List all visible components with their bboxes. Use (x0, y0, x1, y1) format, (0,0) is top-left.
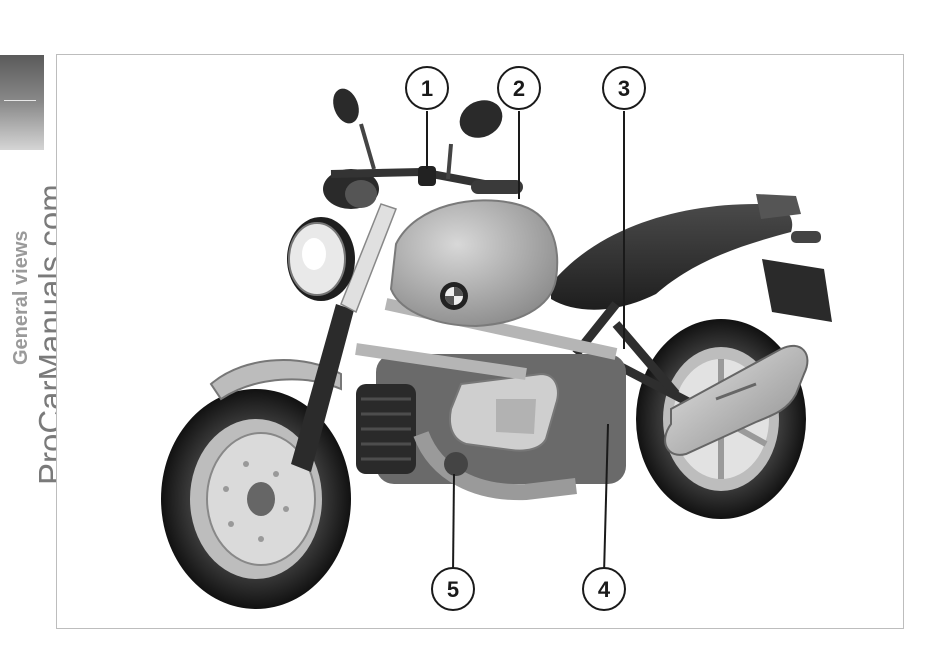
callout-4: 4 (583, 568, 625, 610)
section-title: General views (10, 230, 33, 365)
seat (551, 204, 792, 310)
callout-3: 3 (603, 67, 645, 109)
callout-2-label: 2 (513, 76, 525, 101)
fuel-tank (391, 200, 557, 326)
headlight (287, 217, 355, 301)
callout-1-label: 1 (421, 76, 433, 101)
rear-turn-indicator (791, 231, 821, 243)
rear-grab-rail (756, 194, 801, 219)
motorcycle-illustration: 1 2 3 4 5 (56, 54, 904, 629)
callout-5: 5 (432, 568, 474, 610)
callout-3-label: 3 (618, 76, 630, 101)
callout-2: 2 (498, 67, 540, 109)
left-mirror (329, 85, 374, 169)
callout-1: 1 (406, 67, 448, 109)
right-mirror (448, 93, 509, 179)
bmw-logo (440, 282, 468, 310)
callout-5-label: 5 (447, 577, 459, 602)
callout-4-label: 4 (598, 577, 611, 602)
license-plate-bracket (762, 259, 832, 322)
